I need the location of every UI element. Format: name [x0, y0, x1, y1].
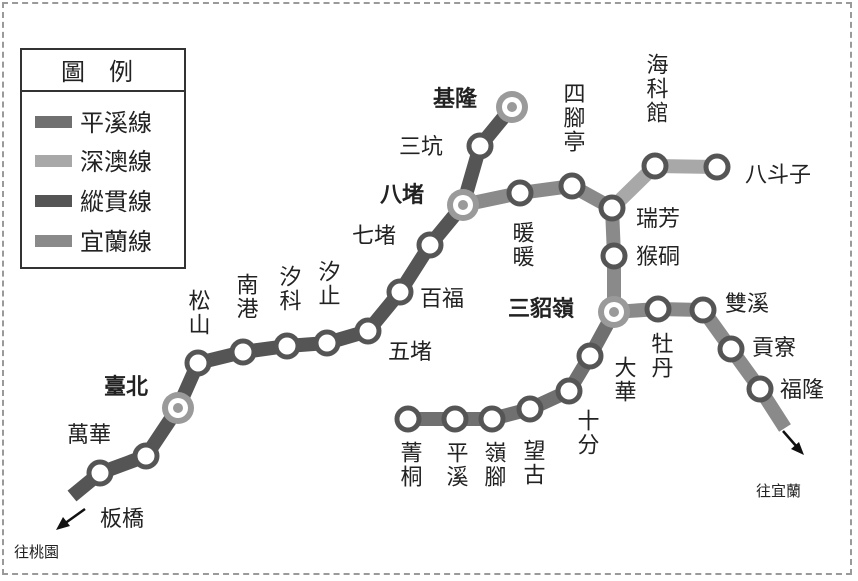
label-pingxi: 平溪: [443, 441, 469, 489]
station-gongliao[interactable]: [717, 335, 745, 363]
legend: 圖 例 平溪線 深澳線 縱貫線 宜蘭線: [20, 48, 186, 269]
station-pingxi[interactable]: [441, 405, 469, 433]
label-sankeng: 三坑: [399, 135, 443, 160]
station-haikeguan[interactable]: [641, 152, 669, 180]
label-taipei: 臺北: [104, 375, 148, 400]
station-dahua[interactable]: [576, 342, 604, 370]
station-badouzi[interactable]: [703, 153, 731, 181]
station-wudu[interactable]: [354, 317, 382, 345]
station-wanggu[interactable]: [516, 395, 544, 423]
label-wudu: 五堵: [388, 340, 432, 365]
label-shuangxi: 雙溪: [725, 292, 769, 317]
legend-label-shenao: 深澳線: [80, 148, 152, 176]
label-lingjiao: 嶺腳: [481, 441, 507, 489]
station-jingtong[interactable]: [394, 405, 422, 433]
station-sankeng[interactable]: [466, 132, 494, 160]
station-houtong[interactable]: [600, 242, 628, 270]
map-frame: [2, 2, 852, 575]
station-nuannuan[interactable]: [506, 179, 534, 207]
legend-title: 圖 例: [61, 58, 133, 86]
label-xike: 汐科: [276, 265, 302, 313]
label-keelung: 基隆: [433, 87, 478, 112]
label-baifu: 百福: [420, 287, 464, 312]
station-nangang[interactable]: [229, 338, 257, 366]
label-mudan: 牡丹: [648, 332, 674, 380]
arrow-to-taoyuan: [56, 507, 86, 530]
legend-label-yilan: 宜蘭線: [80, 228, 152, 256]
station-shifen[interactable]: [555, 377, 583, 405]
label-ruifang: 瑞芳: [636, 207, 680, 232]
label-badu: 八堵: [380, 182, 424, 208]
station-baifu[interactable]: [386, 278, 414, 306]
label-houtong: 猴硐: [636, 245, 680, 270]
station-xike[interactable]: [273, 332, 301, 360]
label-sijiaoting: 四腳亭: [560, 82, 586, 154]
station-lingjiao[interactable]: [478, 405, 506, 433]
label-gongliao: 貢寮: [752, 336, 796, 361]
label-dahua: 大華: [611, 356, 637, 404]
legend-label-pingxi: 平溪線: [80, 109, 152, 137]
label-sandiaoling: 三貂嶺: [508, 297, 574, 322]
label-nangang: 南港: [233, 273, 259, 321]
arrow-to-yilan: [782, 430, 804, 455]
station-badu[interactable]: [447, 189, 479, 221]
label-fulong: 福隆: [780, 378, 824, 403]
label-xizhi: 汐止: [315, 260, 341, 308]
station-wanhua[interactable]: [132, 442, 160, 470]
station-taipei[interactable]: [162, 392, 194, 424]
station-shuangxi[interactable]: [689, 296, 717, 324]
label-wanggu: 望古: [520, 439, 545, 487]
label-jingtong: 菁桐: [397, 441, 423, 489]
label-wanhua: 萬華: [67, 423, 111, 448]
label-nuannuan: 暖暖: [509, 221, 534, 269]
label-badouzi: 八斗子: [745, 163, 811, 188]
label-to-taoyuan: 往桃園: [14, 543, 59, 561]
station-xizhi[interactable]: [313, 329, 341, 357]
station-sandiaoling[interactable]: [598, 296, 630, 328]
station-songshan[interactable]: [184, 349, 212, 377]
station-sijiaoting[interactable]: [558, 172, 586, 200]
station-keelung[interactable]: [496, 91, 528, 123]
station-fulong[interactable]: [746, 375, 774, 403]
label-qidu: 七堵: [352, 224, 396, 249]
label-haikeguan: 海科館: [643, 53, 669, 125]
label-shifen: 十分: [574, 409, 600, 457]
label-banqiao: 板橋: [100, 507, 144, 532]
legend-label-zongguan: 縱貫線: [80, 188, 152, 216]
label-to-yilan: 往宜蘭: [756, 482, 801, 500]
station-ruifang[interactable]: [598, 194, 626, 222]
station-banqiao[interactable]: [86, 459, 114, 487]
station-mudan[interactable]: [644, 295, 672, 323]
station-qidu[interactable]: [416, 231, 444, 259]
label-songshan: 松山: [185, 289, 211, 337]
